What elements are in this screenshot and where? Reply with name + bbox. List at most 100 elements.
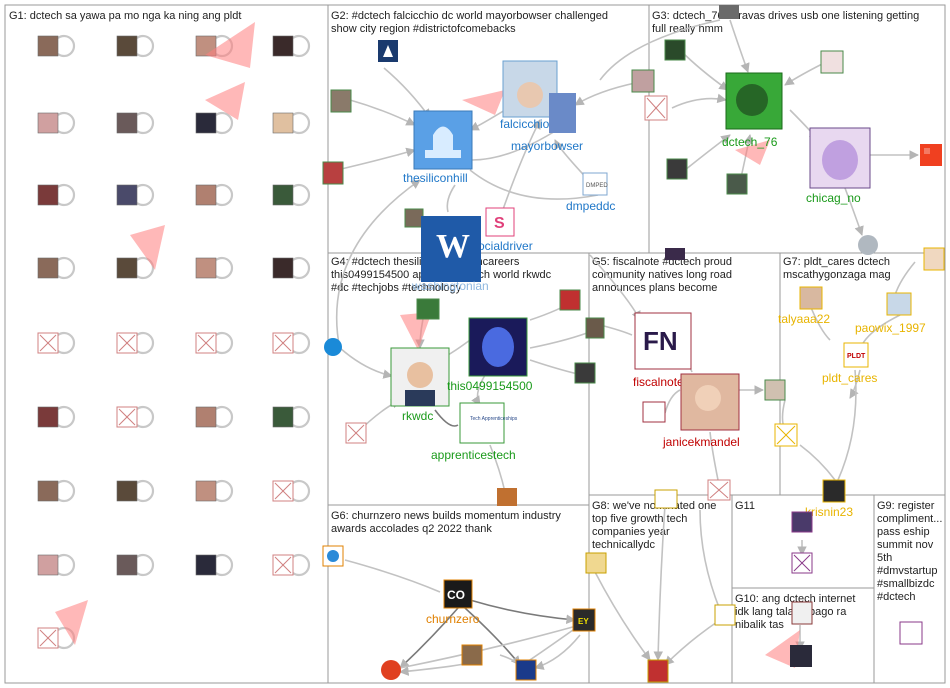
node-socialdriver-image[interactable] (485, 207, 515, 237)
node-label-apprenticestech: apprenticestech (431, 448, 516, 462)
apprentice-logo-text: Tech Apprenticeships (470, 416, 518, 422)
node-avatar[interactable] (37, 257, 59, 279)
node-avatar[interactable] (585, 317, 605, 339)
node-avatar[interactable] (37, 184, 59, 206)
node-avatar[interactable] (116, 554, 138, 576)
node-avatar[interactable] (195, 112, 217, 134)
node-dctech_76-art (736, 84, 768, 116)
self-loop-edge (57, 553, 76, 577)
group-title-g1: G1: dctech sa yawa pa mo nga ka ning ang… (9, 10, 241, 22)
node-label-paowix_1997: paowix_1997 (855, 321, 926, 335)
node-avatar[interactable] (923, 247, 945, 271)
fiscalnote-logo-text: FN (643, 326, 678, 356)
self-loop-edge (136, 183, 155, 207)
node-fiscalnote-image[interactable] (634, 312, 692, 370)
node-avatar[interactable] (116, 480, 138, 502)
node-avatar[interactable] (404, 208, 424, 228)
node-avatar[interactable] (461, 644, 483, 666)
node-avatar[interactable] (899, 621, 923, 645)
dmpeddc-logo-text: DMPED (586, 183, 608, 189)
node-rkwdc-face (407, 362, 433, 388)
g1-isolate-grid (37, 34, 311, 650)
node-avatar[interactable] (585, 552, 607, 574)
node-avatar[interactable] (764, 379, 786, 401)
node-avatar[interactable] (920, 144, 942, 166)
node-avatar[interactable] (116, 35, 138, 57)
node-washingtonian-image[interactable] (421, 216, 481, 282)
node-mayorbowser-image[interactable] (549, 93, 576, 133)
capitol-icon (425, 126, 461, 158)
node-chicag_no-art (822, 140, 858, 180)
node-avatar[interactable] (37, 35, 59, 57)
node-avatar[interactable] (272, 112, 294, 134)
node-avatar[interactable] (719, 5, 739, 19)
node-avatar[interactable] (515, 659, 537, 681)
node-avatar[interactable] (714, 604, 736, 626)
node-avatar[interactable] (572, 608, 596, 632)
node-avatar[interactable] (381, 660, 401, 680)
node-avatar[interactable] (886, 292, 912, 316)
node-avatar[interactable] (799, 286, 823, 310)
node-avatar[interactable] (272, 406, 294, 428)
node-avatar[interactable] (666, 158, 688, 180)
broken-image-icon (274, 334, 292, 352)
group-title-g2: G2: #dctech falcicchio dc world mayorbow… (331, 10, 611, 35)
node-avatar[interactable] (195, 406, 217, 428)
node-avatar[interactable] (416, 298, 440, 320)
node-avatar[interactable] (790, 645, 812, 667)
node-avatar[interactable] (195, 480, 217, 502)
node-apprenticestech-image[interactable] (459, 402, 505, 444)
node-avatar[interactable] (195, 554, 217, 576)
node-avatar[interactable] (324, 338, 342, 356)
node-avatar[interactable] (631, 69, 655, 93)
node-avatar[interactable] (726, 173, 748, 195)
node-avatar[interactable] (664, 39, 686, 61)
node-avatar[interactable] (791, 601, 813, 625)
node-avatar[interactable] (665, 248, 685, 260)
node-avatar[interactable] (116, 184, 138, 206)
node-avatar[interactable] (37, 480, 59, 502)
node-avatar[interactable] (116, 112, 138, 134)
group-title-g8: G8: we've nominated one top five growth … (592, 500, 719, 551)
broken-image-icon (39, 334, 57, 352)
node-avatar[interactable] (37, 112, 59, 134)
pldt-logo-text: PLDT (847, 353, 866, 360)
node-avatar[interactable] (195, 184, 217, 206)
node-avatar[interactable] (497, 488, 517, 506)
self-loop-edge (57, 34, 76, 58)
hub-triangle (205, 82, 245, 120)
node-avatar[interactable] (822, 479, 846, 503)
node-avatar[interactable] (37, 554, 59, 576)
self-loop-edge (292, 34, 311, 58)
node-avatar[interactable] (272, 184, 294, 206)
node-dmpeddc-image[interactable] (582, 172, 608, 196)
self-loop-edge (292, 331, 311, 355)
node-avatar[interactable] (272, 35, 294, 57)
node-avatar[interactable] (37, 406, 59, 428)
node-avatar[interactable] (195, 35, 217, 57)
node-rkwdc-suit (405, 390, 435, 406)
self-loop-edge (292, 183, 311, 207)
node-pldt_cares-image[interactable] (843, 342, 869, 368)
node-avatar[interactable] (322, 161, 344, 185)
node-avatar[interactable] (642, 401, 666, 423)
node-churnzero-image[interactable] (443, 579, 473, 609)
node-avatar[interactable] (116, 257, 138, 279)
node-avatar[interactable] (574, 362, 596, 384)
node-icon (383, 45, 393, 57)
node-avatar[interactable] (195, 257, 217, 279)
node-label-mayorbowser: mayorbowser (511, 139, 583, 153)
node-avatar[interactable] (559, 289, 581, 311)
node-avatar[interactable] (820, 50, 844, 74)
node-avatar[interactable] (330, 89, 352, 113)
node-avatar[interactable] (272, 257, 294, 279)
self-loop-edge (136, 256, 155, 280)
broken-image-icon (776, 425, 796, 445)
node-avatar[interactable] (858, 235, 878, 255)
ey-logo-text: EY (578, 617, 589, 626)
node-avatar[interactable] (654, 489, 678, 509)
node-avatar[interactable] (791, 511, 813, 533)
self-loop-edge (136, 479, 155, 503)
node-avatar[interactable] (647, 659, 669, 683)
